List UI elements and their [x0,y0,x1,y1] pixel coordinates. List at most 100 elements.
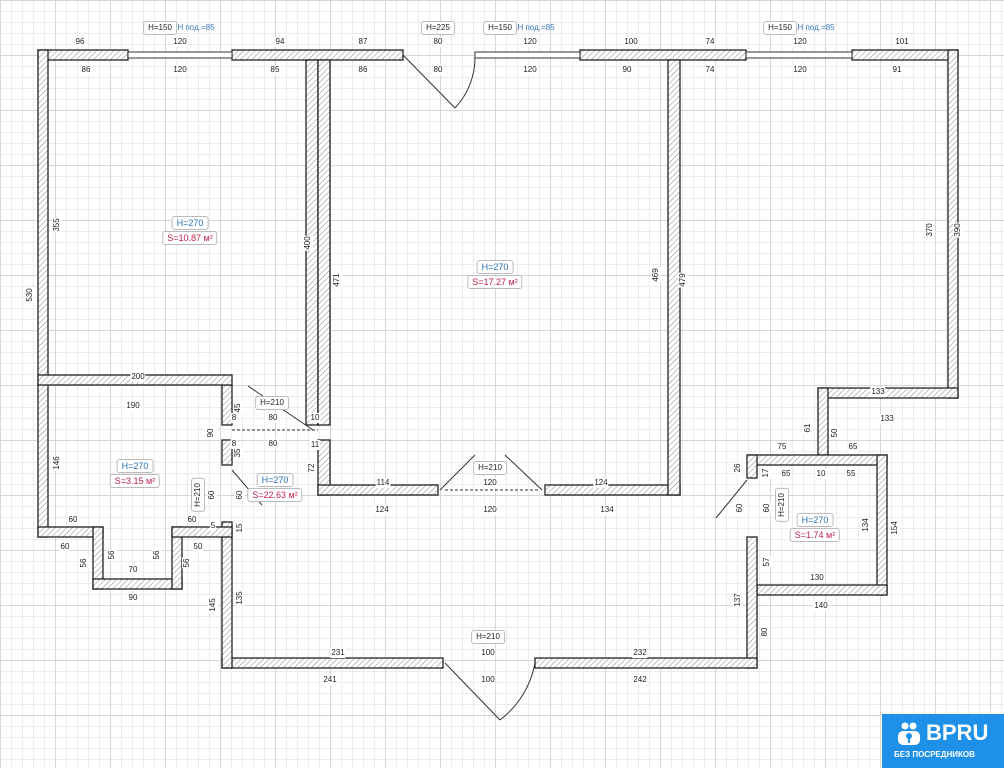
room-height-label: H=270 [476,260,514,274]
dimension-label: 200 [130,372,146,382]
window-height-label: H=150 [763,21,797,35]
logo-tagline: БЕЗ ПОСРЕДНИКОВ [894,750,975,759]
wall-segment [746,536,758,669]
dimension-label: 60 [67,515,79,525]
dimension-label: 232 [632,648,648,658]
dimension-label: 231 [330,648,346,658]
dimension-label: 90 [206,427,216,439]
dimension-label: 65 [847,442,859,452]
window-sill-label: Н под.=85 [517,23,555,32]
dimension-label: 60 [762,502,772,514]
dimension-label: 75 [776,442,788,452]
wall-segment [817,387,829,456]
dimension-label: 80 [267,439,279,449]
dimension-label: 100 [480,648,496,658]
dimension-label: 8 [230,413,238,423]
dimension-label: 86 [80,65,92,75]
openings [127,51,853,721]
dimension-label: 10 [815,469,827,479]
dimension-label: 5 [209,521,217,531]
room-area-label: S=17.27 м² [467,275,523,289]
dimension-label: 471 [332,272,342,288]
wall-segment [92,578,183,590]
dimension-label: 114 [375,478,391,488]
dimension-label: 80 [267,413,279,423]
room-area-label: S=10.87 м² [162,231,218,245]
dimension-label: 94 [274,37,286,47]
dimension-label: 96 [74,37,86,47]
wall-segment [37,49,129,61]
dimension-label: 130 [809,573,825,583]
dimension-label: 120 [522,37,538,47]
logo-brand: BPRU [926,720,989,745]
wall-segment [746,454,758,479]
dimension-label: 55 [845,469,857,479]
dimension-label: 100 [480,675,496,685]
door-leaf [439,454,476,491]
dimension-label: 124 [593,478,609,488]
wall-segment [747,454,888,466]
room-height-label: H=270 [171,216,209,230]
dimension-label: 70 [127,565,139,575]
dimension-label: 35 [233,447,243,459]
dimension-label: 86 [357,65,369,75]
dimension-label: 45 [233,402,243,414]
dimension-label: 60 [186,515,198,525]
dimension-label: 56 [79,557,89,569]
door-leaf [715,479,748,519]
window [474,51,581,59]
dimension-label: 61 [803,422,813,434]
door-height-label: H=225 [421,21,455,35]
wall-segment [851,49,959,61]
dimension-label: 400 [303,235,313,251]
dimension-label: 60 [235,489,245,501]
room-height-label: H=270 [796,513,834,527]
dimension-label: 120 [482,505,498,515]
window-height-label: H=150 [143,21,177,35]
wall-segment [171,526,233,538]
wall-segment [817,387,959,399]
dimension-label: 137 [733,592,743,608]
wall-segment [544,484,681,496]
dimension-label: 50 [192,542,204,552]
dimension-label: 120 [172,65,188,75]
dimension-label: 120 [792,37,808,47]
dimension-label: 56 [152,549,162,561]
dimension-label: 65 [780,469,792,479]
dimension-label: 146 [52,455,62,471]
wall-segment [579,49,747,61]
dimension-label: 120 [792,65,808,75]
dimension-label: 74 [704,37,716,47]
dimension-label: 60 [207,489,217,501]
dimension-label: 10 [309,413,321,423]
door-height-label: H=210 [255,396,289,410]
dimension-label: 87 [357,37,369,47]
dimension-label: 134 [599,505,615,515]
dimension-label: 90 [127,593,139,603]
dimension-label: 11 [309,440,321,450]
dimension-label: 85 [269,65,281,75]
wall-segment [231,49,404,61]
wall-segment [876,454,888,596]
dimension-label: 390 [953,222,963,238]
dimension-label: 91 [891,65,903,75]
bpru-logo[interactable]: BPRU БЕЗ ПОСРЕДНИКОВ [882,714,1004,768]
wall-segment [317,59,331,426]
dimension-label: 370 [925,222,935,238]
dimension-label: 530 [25,287,35,303]
window-sill-label: Н под.=85 [797,23,835,32]
dimension-label: 15 [235,522,245,534]
dimension-label: 241 [322,675,338,685]
dimension-label: 90 [621,65,633,75]
dimension-label: 72 [307,462,317,474]
people-key-icon [898,722,920,745]
wall-segment [221,657,444,669]
room-height-label: H=270 [256,473,294,487]
door-leaf [444,662,501,721]
dimension-label: 60 [59,542,71,552]
dimension-label: 56 [107,549,117,561]
wall-segment [221,521,233,669]
dimension-label: 101 [894,37,910,47]
door-swing [454,54,476,109]
